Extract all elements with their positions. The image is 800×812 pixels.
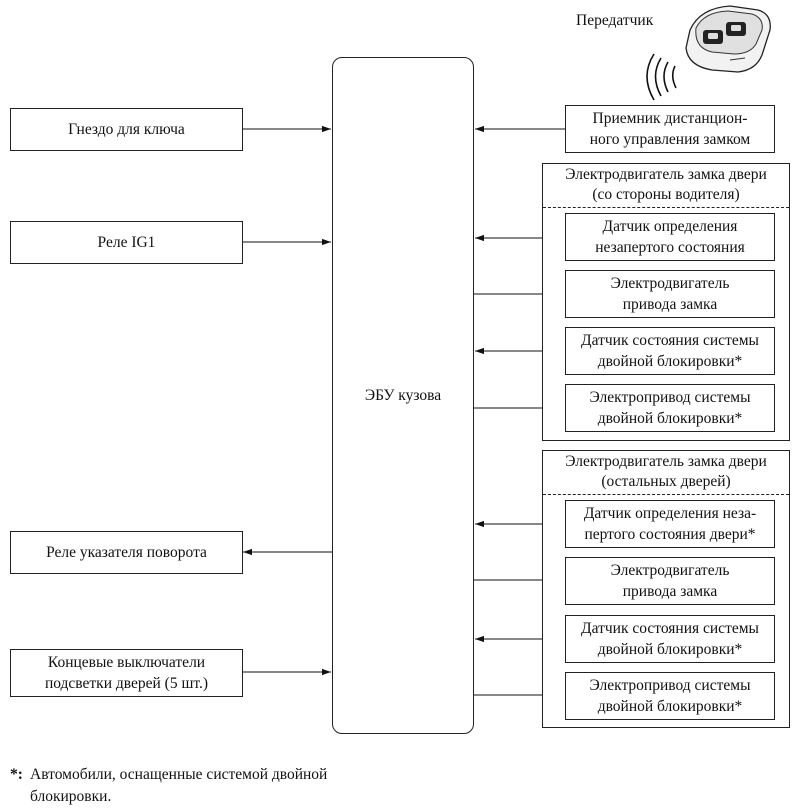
courtesy-switches-line1: Концевые выключатели [47, 654, 206, 671]
other-lock-motor-block: Электродвигатель привода замка [565, 557, 775, 605]
driver-unlock-sensor-block: Датчик определения незапертого состояния [565, 213, 775, 261]
footnote-line1: Автомобили, оснащенные системой двойной [30, 766, 328, 783]
transmitter-label: Передатчик [576, 12, 654, 29]
footnote-marker: *: [10, 766, 23, 783]
driver-lock-motor-block: Электродвигатель привода замка [565, 270, 775, 318]
turn-relay-label: Реле указателя поворота [46, 544, 207, 561]
courtesy-switches-block: Концевые выключатели подсветки дверей (5… [10, 649, 243, 697]
driver-double-lock-actuator-block: Электропривод системы двойной блокировки… [565, 384, 775, 432]
body-ecu-block: ЭБУ кузова [332, 57, 474, 734]
courtesy-switches-line2: подсветки дверей (5 шт.) [44, 675, 209, 692]
other-unlock-sensor-block: Датчик определения неза- пертого состоян… [565, 500, 775, 548]
receiver-line2: ного управления замком [589, 131, 751, 148]
ig1-relay-label: Реле IG1 [97, 234, 156, 251]
driver-group-divider [543, 207, 789, 208]
receiver-block: Приемник дистанцион- ного управления зам… [565, 105, 775, 153]
body-ecu-label: ЭБУ кузова [364, 386, 442, 404]
other-double-lock-sensor-block: Датчик состояния системы двойной блокиро… [565, 615, 775, 663]
ig1-relay-block: Реле IG1 [10, 221, 243, 264]
key-slot-block: Гнездо для ключа [10, 108, 243, 151]
driver-group-title: Электродвигатель замка двери (со стороны… [565, 166, 767, 203]
footnote-line2: блокировки. [30, 788, 112, 805]
other-double-lock-actuator-block: Электропривод системы двойной блокировки… [565, 672, 775, 720]
other-group-divider [543, 494, 789, 495]
driver-double-lock-sensor-block: Датчик состояния системы двойной блокиро… [565, 327, 775, 375]
key-fob-transmitter-icon [646, 5, 771, 101]
turn-relay-block: Реле указателя поворота [10, 531, 243, 574]
receiver-line1: Приемник дистанцион- [592, 110, 748, 127]
other-group-title: Электродвигатель замка двери (остальных … [565, 453, 767, 490]
key-slot-label: Гнездо для ключа [68, 121, 185, 138]
